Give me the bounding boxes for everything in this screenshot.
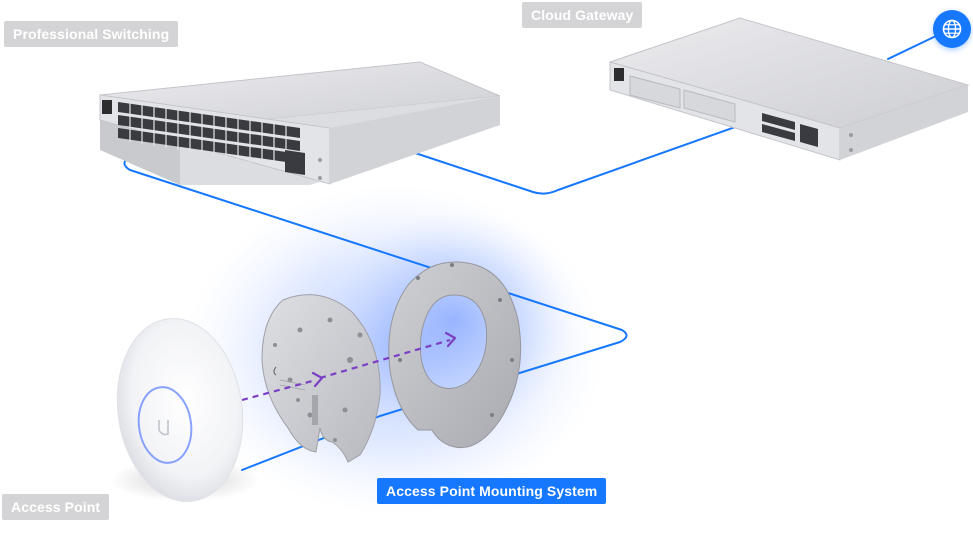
mounting-system-label[interactable]: Access Point Mounting System <box>377 478 607 504</box>
switch-port-grid <box>118 102 300 164</box>
arrowheads <box>311 331 457 388</box>
internet-globe-button[interactable] <box>933 10 971 48</box>
mounting-ring <box>388 261 522 449</box>
mount-direction-arrows <box>241 338 451 402</box>
globe-icon <box>942 19 962 39</box>
gateway-port-grid <box>762 113 818 147</box>
link-switch-to-gateway <box>399 125 739 195</box>
access-point-label: Access Point <box>2 494 110 520</box>
cloud-gateway <box>608 17 970 161</box>
link-gateway-to-internet <box>887 35 937 60</box>
professional-switch <box>99 61 501 185</box>
access-point-device <box>110 317 260 503</box>
switching-label: Professional Switching <box>4 21 179 47</box>
gateway-label: Cloud Gateway <box>522 2 643 28</box>
ubiquiti-u-icon <box>158 420 169 436</box>
